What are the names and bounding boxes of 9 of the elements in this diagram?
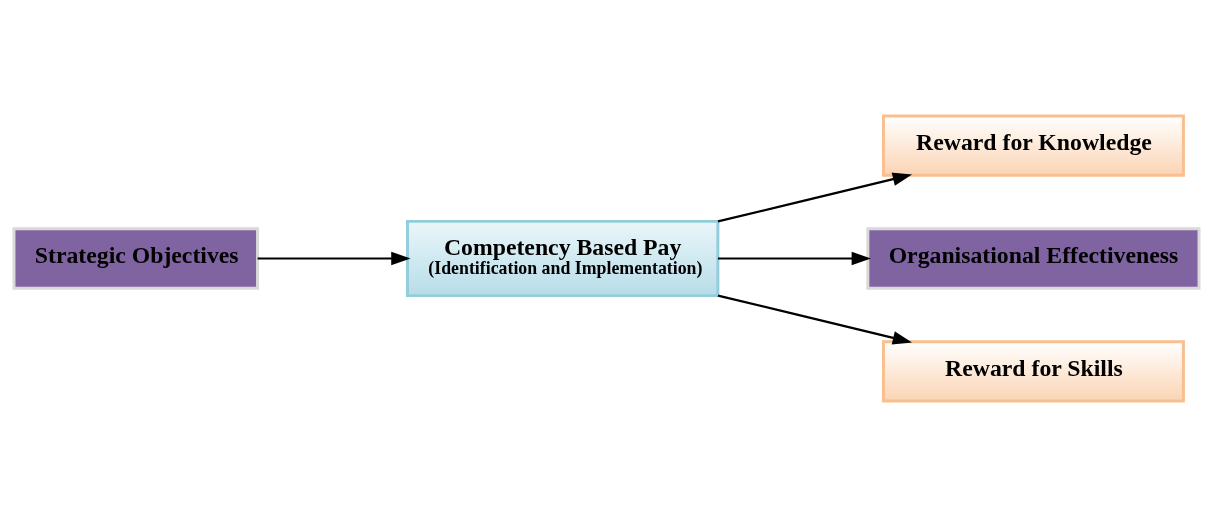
node-box: Strategic Objectives	[12, 226, 259, 290]
arrow	[257, 251, 411, 265]
node-box: Reward for Skills	[881, 339, 1185, 403]
arrow	[717, 172, 913, 222]
node-box: Competency Based Pay (Identification and Implementation)	[406, 219, 720, 297]
arrow	[718, 251, 871, 265]
node-box: Organisational Effectiveness	[866, 226, 1201, 290]
node-box: Reward for Knowledge	[881, 113, 1185, 177]
arrow	[717, 294, 913, 344]
